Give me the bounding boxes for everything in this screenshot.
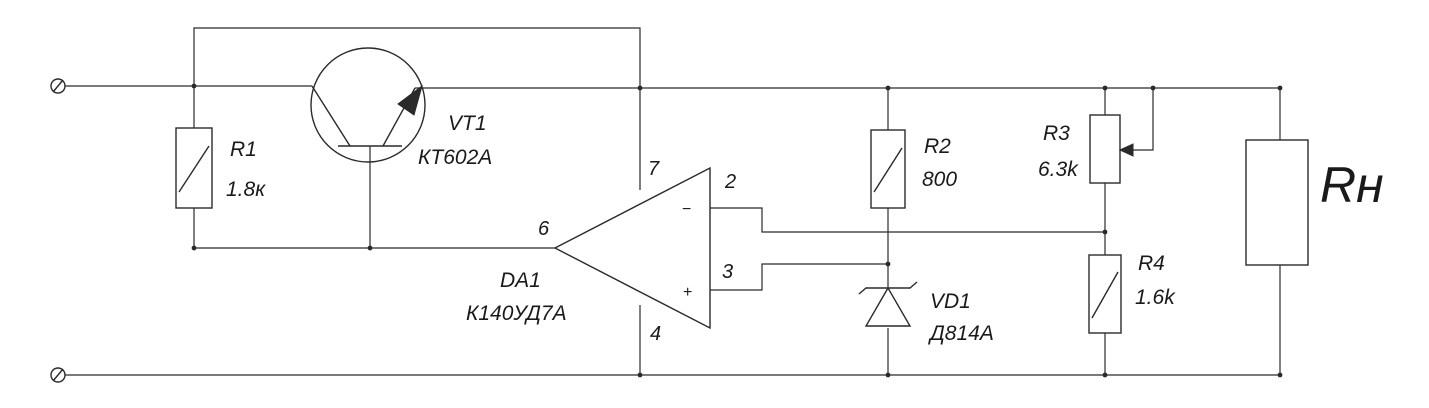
r2-ref-label: R2 — [924, 135, 951, 158]
r4-value-label: 1.6k — [1135, 286, 1176, 309]
resistor-r4 — [1088, 254, 1122, 334]
vd1-ref-label: VD1 — [930, 290, 971, 313]
vt1-ref-label: VT1 — [448, 112, 487, 135]
da1-ref-label: DA1 — [500, 269, 541, 292]
pin-6-label: 6 — [538, 218, 550, 240]
resistor-r1 — [175, 127, 213, 209]
wires — [65, 27, 1281, 376]
load-ref-label: Rн — [1320, 157, 1384, 213]
opamp-da1 — [553, 166, 711, 330]
zener-diode-vd1 — [858, 281, 918, 327]
da1-value-label: К140УД7А — [466, 302, 567, 325]
opamp-minus-sign: − — [682, 201, 691, 218]
r2-value-label: 800 — [922, 168, 957, 191]
pin-2-label: 2 — [724, 171, 736, 193]
r1-value-label: 1.8к — [226, 178, 266, 201]
load-resistor — [1245, 139, 1309, 266]
emitter-arrow-icon — [397, 84, 423, 116]
junctions — [191, 83, 1283, 378]
r4-ref-label: R4 — [1138, 252, 1165, 275]
vt1-value-label: КТ602А — [418, 146, 492, 169]
pin-3-label: 3 — [722, 261, 733, 283]
wiper-arrow-icon — [1118, 143, 1134, 157]
potentiometer-r3 — [1089, 114, 1134, 184]
opamp-plus-sign: + — [683, 284, 692, 301]
pin-7-label: 7 — [648, 158, 660, 180]
input-terminal-top — [50, 78, 66, 94]
transistor-vt1 — [310, 47, 426, 163]
input-terminal-bottom — [50, 367, 66, 383]
r3-ref-label: R3 — [1043, 122, 1070, 145]
resistor-r2 — [870, 129, 906, 209]
vd1-value-label: Д814А — [928, 322, 994, 345]
pin-4-label: 4 — [650, 323, 661, 345]
r1-ref-label: R1 — [230, 138, 257, 161]
r3-value-label: 6.3k — [1038, 158, 1079, 181]
